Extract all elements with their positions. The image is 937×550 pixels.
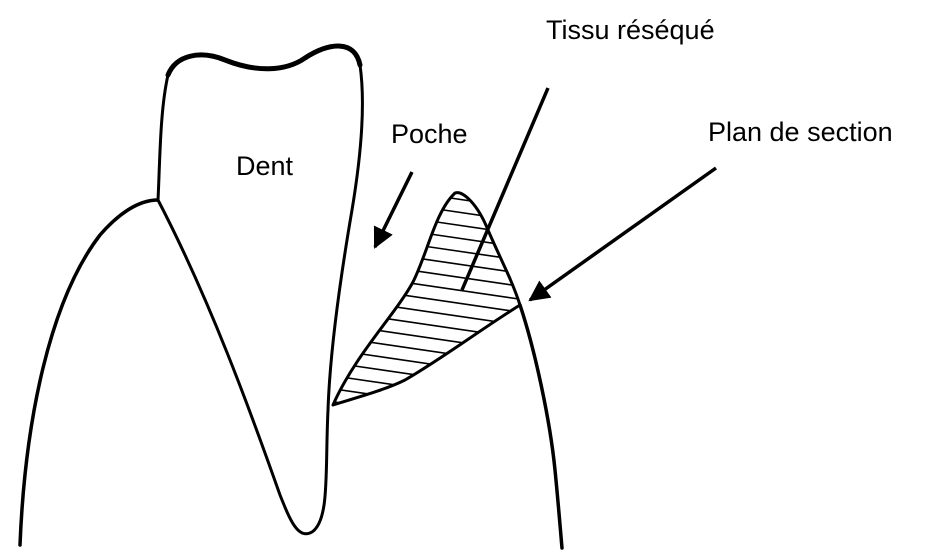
- resected-tissue-label: Tissu réséqué: [546, 14, 715, 46]
- section-plane-arrow: [530, 168, 716, 300]
- tooth-label: Dent: [236, 150, 293, 182]
- pocket-label: Poche: [391, 118, 468, 150]
- section-plane-label: Plan de section: [708, 116, 893, 148]
- hatch-line: [300, 423, 560, 461]
- hatch-line: [300, 410, 560, 448]
- hatch-line: [300, 449, 560, 487]
- resected-tissue-leader: [462, 88, 548, 290]
- hatch-line: [300, 475, 560, 513]
- right-gingiva-outline: [520, 305, 562, 548]
- hatch-line: [300, 436, 560, 474]
- pocket-arrow: [375, 172, 412, 247]
- tooth-outline: [158, 46, 362, 534]
- hatch-line: [300, 462, 560, 500]
- left-gingiva-outline: [20, 200, 158, 545]
